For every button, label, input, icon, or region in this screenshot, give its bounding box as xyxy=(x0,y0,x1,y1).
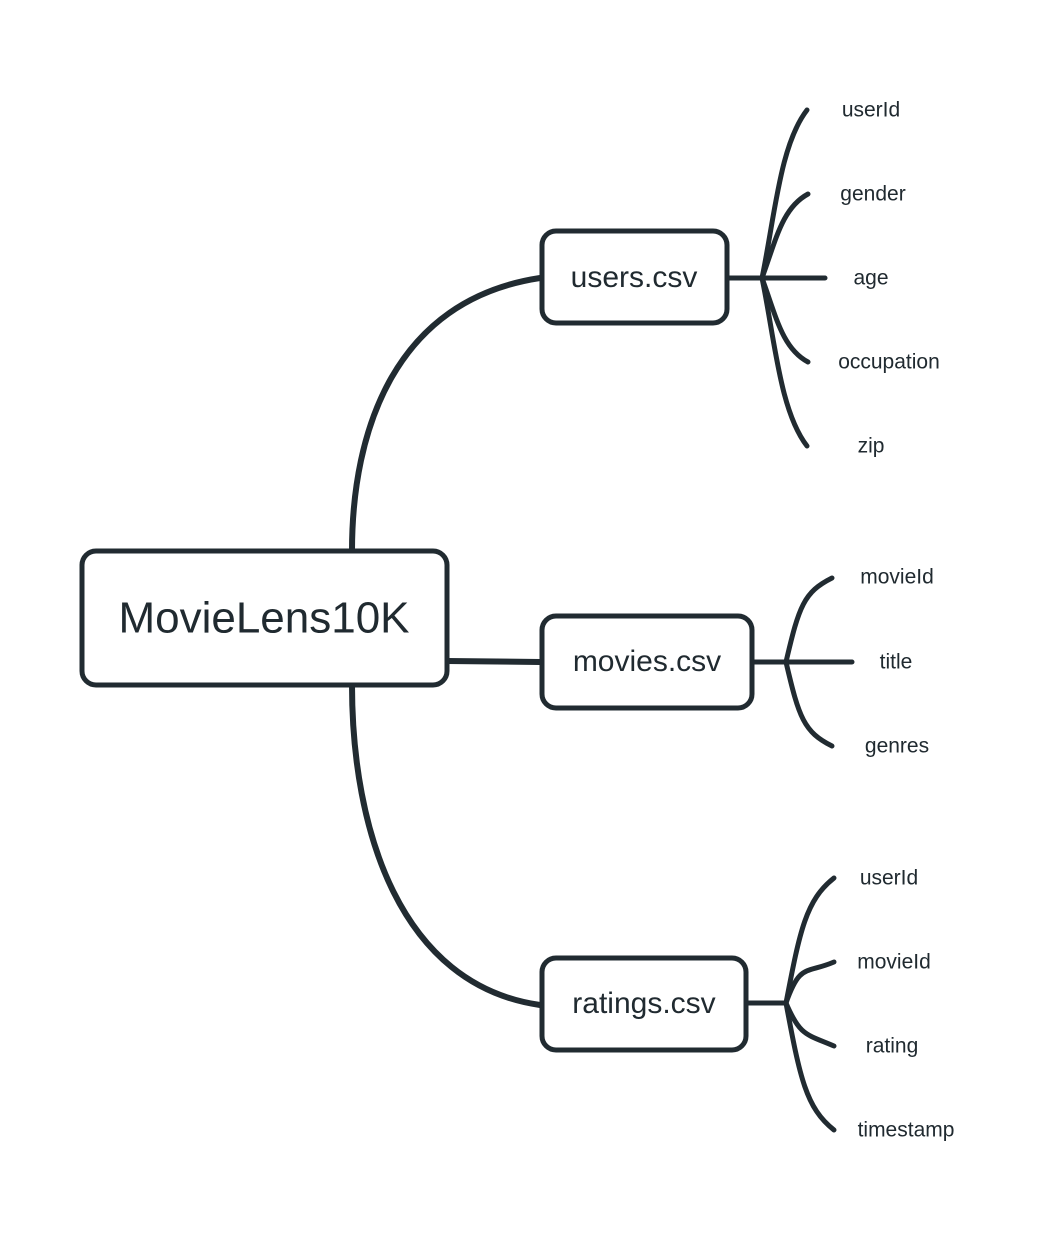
edge-users-to-gender xyxy=(759,191,811,281)
leaf-users-occupation: occupation xyxy=(838,351,940,374)
leaf-ratings-timestamp: timestamp xyxy=(858,1119,955,1142)
edge-root-to-movies xyxy=(444,658,543,665)
edge-users-to-userid xyxy=(759,107,810,281)
leaf-movies-movieid: movieId xyxy=(860,566,934,589)
node-branch-movies[interactable]: movies.csv xyxy=(539,613,755,711)
leaf-ratings-userid: userId xyxy=(860,867,918,890)
node-branch-users-box[interactable] xyxy=(539,228,730,326)
edge-movies-to-movieid xyxy=(783,575,835,665)
node-branch-ratings[interactable]: ratings.csv xyxy=(539,955,749,1053)
node-branch-movies-label: movies.csv xyxy=(573,645,721,678)
edge-movies-to-genres xyxy=(783,659,835,749)
node-branch-users[interactable]: users.csv xyxy=(539,228,730,326)
node-root-label: MovieLens10K xyxy=(118,594,409,643)
edge-root-to-users xyxy=(349,275,543,554)
node-root-box[interactable] xyxy=(79,548,450,688)
leaf-users-userid: userId xyxy=(842,99,900,122)
leaf-users-zip: zip xyxy=(858,435,885,458)
edge-ratings-to-userid xyxy=(783,875,837,1006)
edge-ratings-to-timestamp xyxy=(783,1000,837,1133)
leaf-ratings-rating: rating xyxy=(866,1035,919,1058)
node-branch-movies-box[interactable] xyxy=(539,613,755,711)
leaf-users-age: age xyxy=(853,267,888,290)
leaf-users-gender: gender xyxy=(840,183,905,206)
node-branch-ratings-label: ratings.csv xyxy=(572,987,715,1020)
node-branch-ratings-box[interactable] xyxy=(539,955,749,1053)
leaf-ratings-movieid: movieId xyxy=(857,951,931,974)
edge-ratings-to-movieid xyxy=(783,959,837,1006)
node-root[interactable]: MovieLens10K xyxy=(79,548,450,688)
edge-root-to-ratings xyxy=(349,682,543,1008)
leaf-movies-title: title xyxy=(880,651,913,674)
leaf-movies-genres: genres xyxy=(865,735,929,758)
edge-users-to-zip xyxy=(759,275,810,449)
node-branch-users-label: users.csv xyxy=(571,261,698,294)
